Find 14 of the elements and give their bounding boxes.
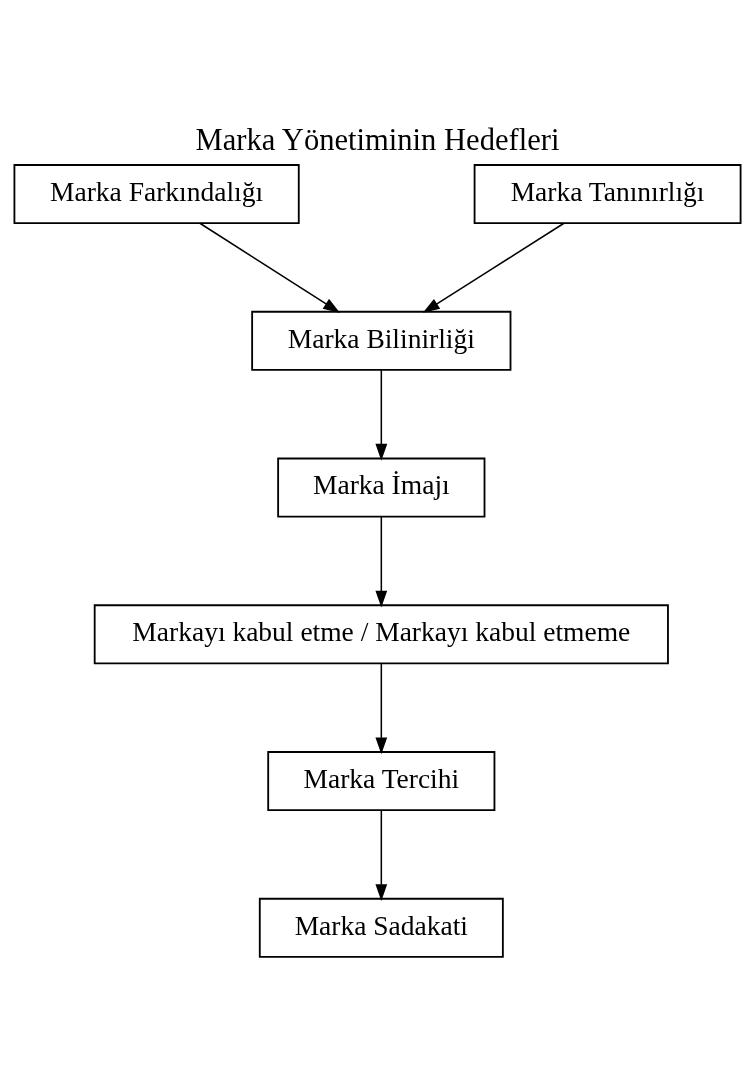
node-box: Marka Farkındalığı bbox=[13, 163, 300, 224]
node-box: Marka İmajı bbox=[277, 457, 486, 517]
arrow bbox=[422, 222, 565, 313]
node-box: Marka Sadakati bbox=[258, 897, 504, 958]
arrow bbox=[199, 222, 341, 313]
diagram-title: Marka Yönetiminin Hedefleri bbox=[195, 122, 560, 157]
arrow bbox=[375, 368, 388, 461]
node-box: Marka Tercihi bbox=[267, 750, 496, 811]
node-box: Marka Tanınırlığı bbox=[473, 163, 742, 224]
node-box: Markayı kabul etme / Markayı kabul etmeme bbox=[93, 603, 669, 664]
arrow bbox=[375, 662, 388, 754]
arrow bbox=[375, 515, 388, 607]
node-box: Marka Bilinirliği bbox=[251, 310, 512, 371]
arrow bbox=[375, 809, 388, 901]
